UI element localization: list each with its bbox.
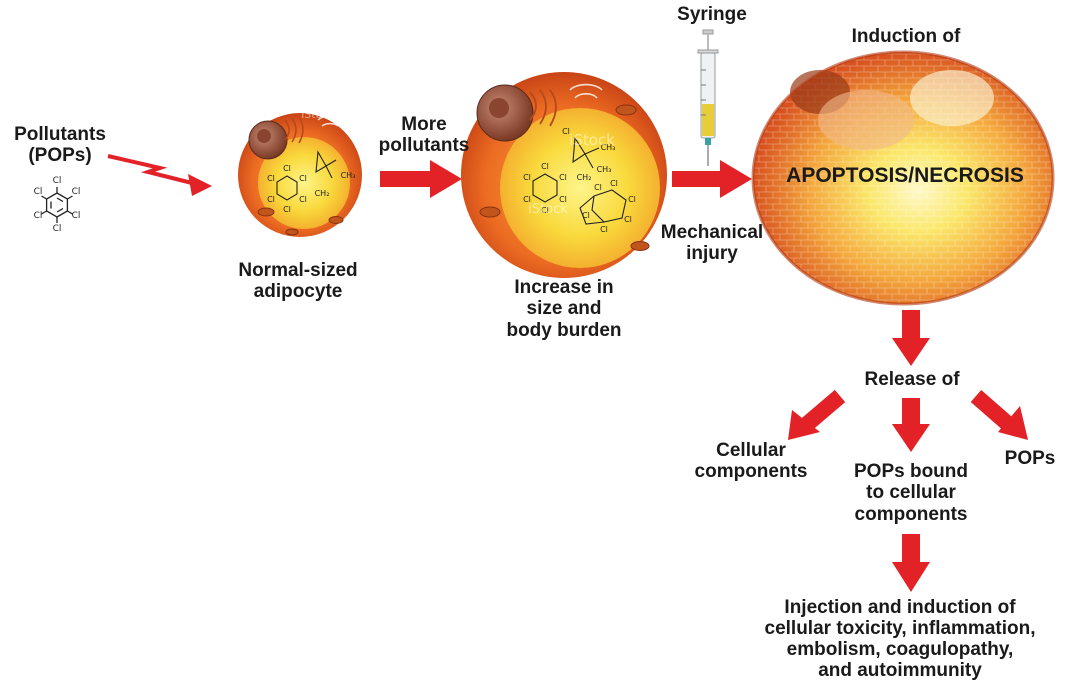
cellular-components-label: Cellular components	[694, 440, 808, 483]
methylene-label: CH₂	[315, 189, 330, 198]
normal-adipocyte-cell	[238, 113, 362, 237]
chlorine-label: Cl	[559, 195, 567, 204]
chlorine-label: Cl	[600, 225, 608, 234]
chlorine-label: Cl	[541, 206, 549, 215]
chlorine-label: Cl	[283, 205, 291, 214]
apoptosis-necrosis-label: APOPTOSIS/NECROSIS	[786, 164, 1024, 187]
more-pollutants-label: More pollutants	[378, 114, 470, 157]
normal-cell-molecule-labels: Cl Cl Cl Cl Cl Cl CH₃ CH₂	[267, 164, 355, 214]
chlorine-label: Cl	[559, 173, 567, 182]
hexachlorobenzene-labels: Cl Cl Cl Cl Cl Cl	[34, 176, 81, 234]
chlorine-label: Cl	[267, 174, 275, 183]
chlorine-label: Cl	[34, 211, 43, 221]
chlorine-label: Cl	[610, 179, 618, 188]
chlorine-label: Cl	[53, 224, 62, 234]
methyl-label: CH₃	[597, 165, 612, 174]
chlorine-label: Cl	[624, 215, 632, 224]
methyl-label: CH₃	[601, 143, 616, 152]
syringe-label: Syringe	[677, 4, 747, 25]
pollutants-label: Pollutants (POPs)	[14, 124, 106, 167]
enlarged-adipocyte-cell	[461, 72, 667, 278]
chlorine-label: Cl	[523, 195, 531, 204]
induction-of-label: Induction of	[851, 26, 961, 47]
watermark-text: iStock	[301, 108, 335, 121]
more-pollutants-arrow	[380, 160, 462, 198]
chlorine-label: Cl	[299, 174, 307, 183]
increase-size-label: Increase in size and body burden	[506, 277, 622, 341]
chlorine-label: Cl	[72, 187, 81, 197]
mechanical-injury-arrow	[672, 160, 752, 198]
watermark-text: iStock	[569, 131, 615, 149]
arrow-to-pops-bound	[892, 398, 930, 452]
enlarged-cell-molecule-labels: Cl Cl Cl Cl Cl Cl Cl CH₃ CH₃ CH₂ Cl Cl C…	[523, 127, 636, 234]
chlorine-label: Cl	[594, 183, 602, 192]
enlarged-cell-molecules	[532, 136, 627, 225]
syringe-icon	[697, 29, 719, 166]
normal-cell-molecules	[276, 150, 337, 201]
chlorine-label: Cl	[72, 211, 81, 221]
chlorine-label: Cl	[562, 127, 570, 136]
release-of-label: Release of	[864, 369, 960, 390]
chlorine-label: Cl	[541, 162, 549, 171]
watermark-text: iStock	[528, 202, 568, 217]
chlorine-label: Cl	[628, 195, 636, 204]
chlorine-label: Cl	[523, 173, 531, 182]
hexachlorobenzene-molecule	[41, 187, 73, 223]
arrow-to-cellular-components	[788, 389, 846, 440]
release-arrow-down	[892, 310, 930, 366]
chlorine-label: Cl	[34, 187, 43, 197]
mechanical-injury-label: Mechanical injury	[660, 222, 764, 265]
chlorine-label: Cl	[283, 164, 291, 173]
chlorine-label: Cl	[53, 176, 62, 186]
necrotic-adipocyte-cell	[751, 50, 1055, 306]
methyl-label: CH₃	[341, 171, 356, 180]
pollutant-zigzag-arrow	[107, 154, 212, 196]
arrow-to-injection	[892, 534, 930, 592]
methylene-label: CH₂	[577, 173, 592, 182]
pops-label: POPs	[1004, 448, 1056, 469]
injection-outcome-label: Injection and induction of cellular toxi…	[764, 597, 1036, 681]
normal-adipocyte-label: Normal-sized adipocyte	[238, 260, 358, 303]
chlorine-label: Cl	[267, 195, 275, 204]
chlorine-label: Cl	[582, 211, 590, 220]
chlorine-label: Cl	[299, 195, 307, 204]
arrow-to-pops	[970, 389, 1028, 440]
pops-bound-label: POPs bound to cellular components	[854, 461, 968, 525]
